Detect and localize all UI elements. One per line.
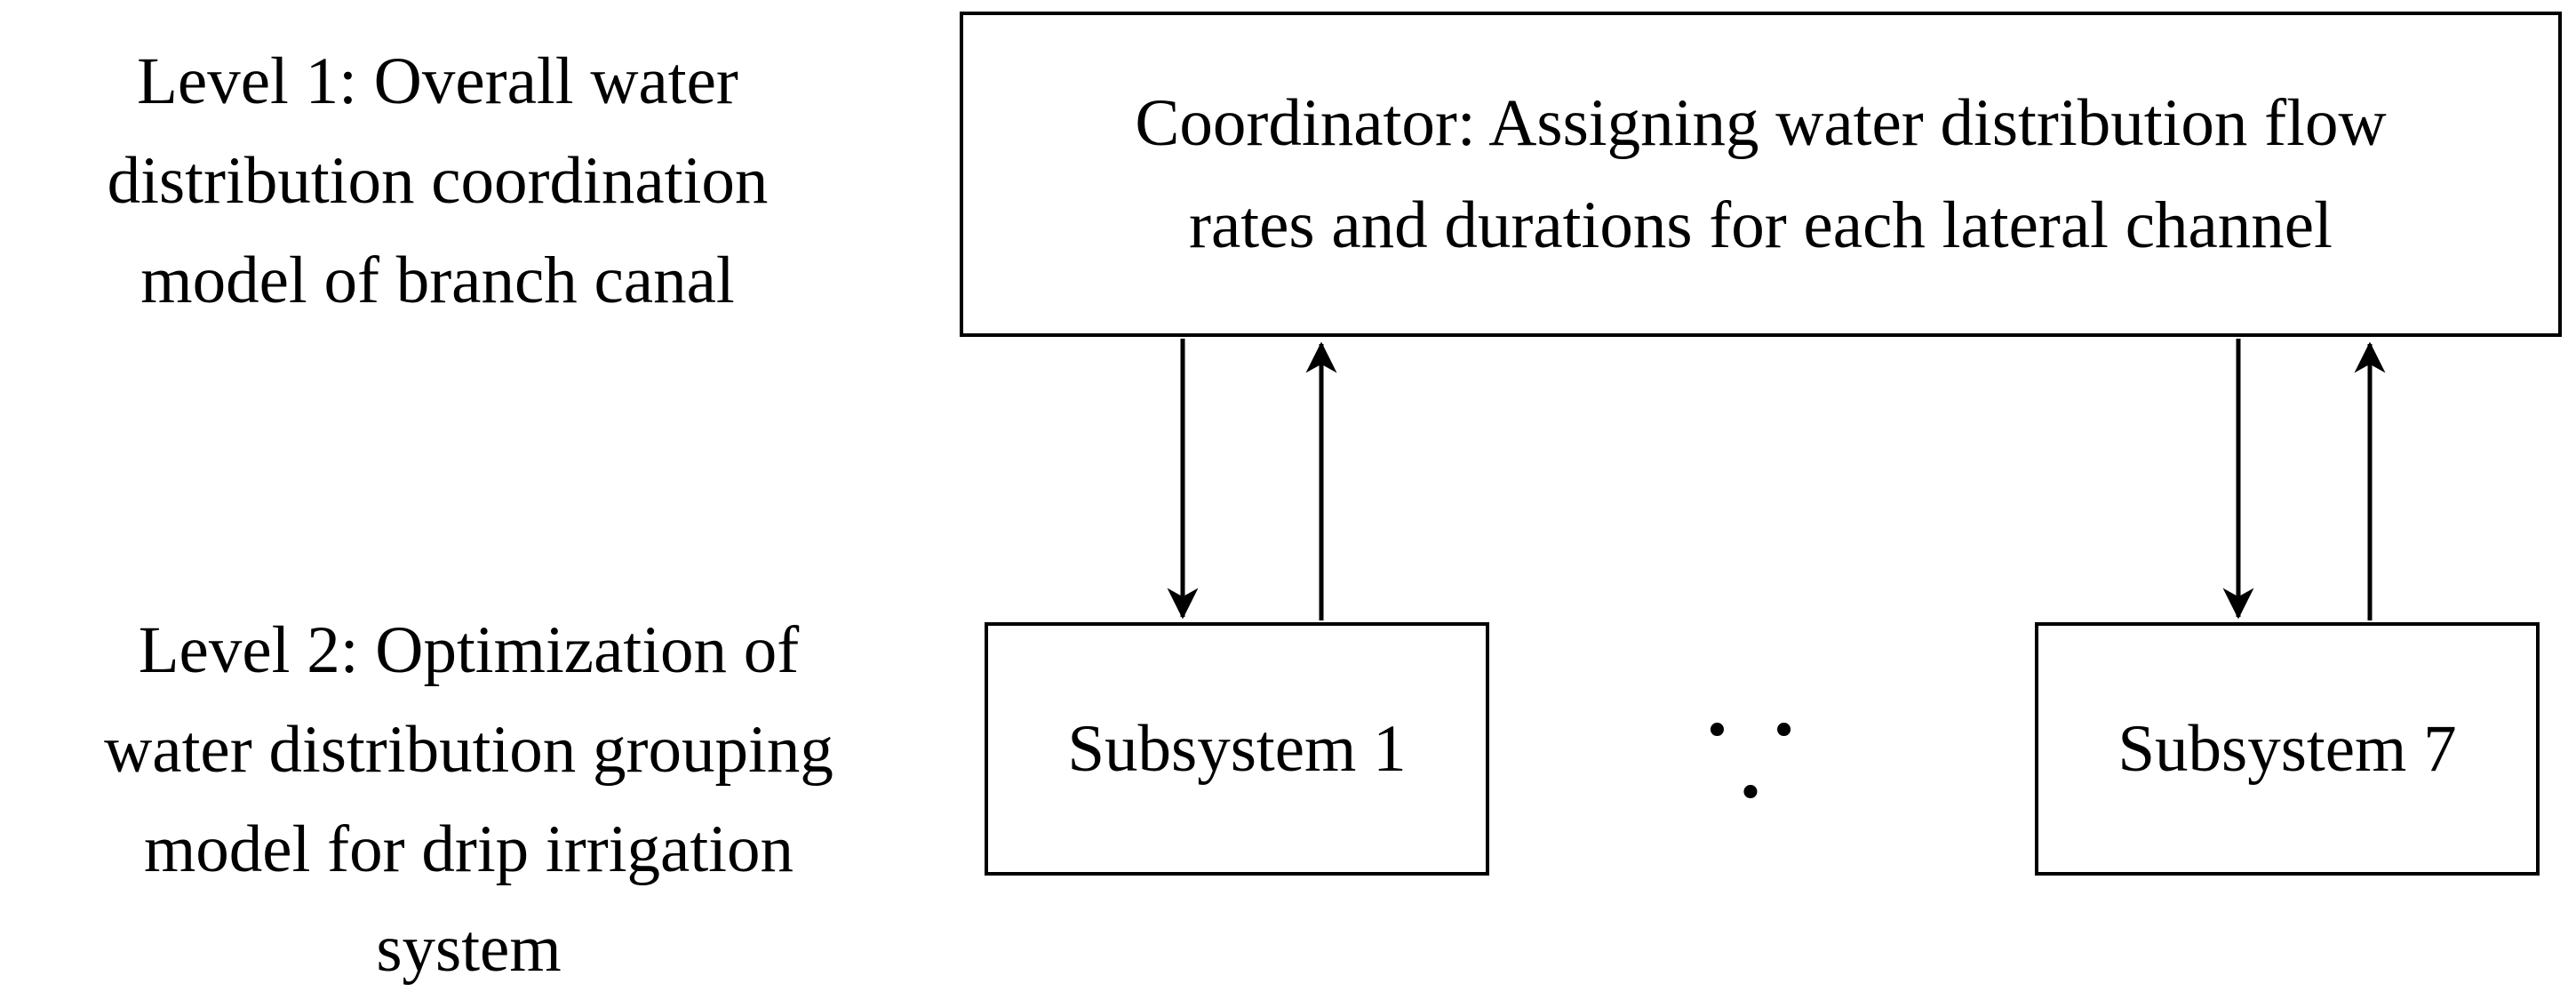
level1-label: Level 1: Overall water distribution coor… xyxy=(107,44,769,317)
coordinator-node-label: Coordinator: Assigning water distributio… xyxy=(1135,86,2387,262)
ellipsis-dots: • • • xyxy=(1703,705,1810,820)
subsystem-7-node-label: Subsystem 7 xyxy=(2117,712,2457,786)
subsystem-1-node-label: Subsystem 1 xyxy=(1067,712,1407,786)
level2-label: Level 2: Optimization of water distribut… xyxy=(104,613,833,986)
subsystem-1-node: Subsystem 1 xyxy=(985,622,1489,876)
coordinator-node: Coordinator: Assigning water distributio… xyxy=(960,12,2562,337)
subsystem-7-node: Subsystem 7 xyxy=(2035,622,2540,876)
